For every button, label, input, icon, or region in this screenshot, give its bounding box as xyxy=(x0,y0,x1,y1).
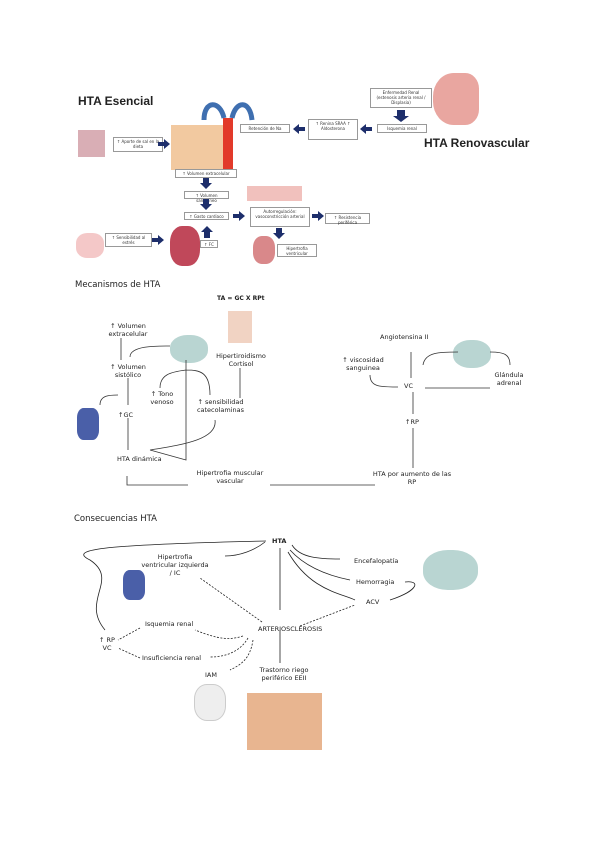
label-volumen-extracelular: ↑ Volumen extracelular xyxy=(108,322,148,338)
label-volumen-sistolico: ↑ Volumen sistólico xyxy=(110,363,146,379)
label-insuficiencia-renal: Insuficiencia renal xyxy=(142,654,202,662)
label-tono-venoso: ↑ Tono venoso xyxy=(150,390,174,406)
label-iam: IAM xyxy=(205,671,217,679)
vessel-image xyxy=(223,118,233,170)
brain-image-2 xyxy=(453,340,491,368)
kidney-image xyxy=(433,73,479,125)
brain-image xyxy=(170,335,208,363)
label-hipertrofia-ventricular: Hipertrofia ventricular izquierda / IC xyxy=(141,553,209,577)
stress-image xyxy=(76,233,104,258)
formula: TA = GC X RPt xyxy=(217,295,265,302)
leg-muscles-image xyxy=(247,693,322,750)
label-hta-rp: HTA por aumento de las RP xyxy=(372,470,452,486)
box-isquemia-renal: Isquemia renal xyxy=(377,124,427,133)
label-angiotensina: Angiotensina II xyxy=(380,333,429,341)
label-viscosidad: ↑ viscosidad sanguinea xyxy=(342,356,384,372)
box-volumen-extracelular: ↑ Volumen extracelular xyxy=(175,169,237,178)
label-rp: ↑RP xyxy=(405,418,419,426)
label-vc: VC xyxy=(404,382,413,390)
label-arteriosclerosis: ARTERIOSCLEROSIS xyxy=(258,625,323,633)
label-hta: HTA xyxy=(272,537,287,545)
label-encefalopatia: Encefalopatía xyxy=(354,557,399,565)
label-glandula-adrenal: Glándula adrenal xyxy=(494,371,524,387)
box-enfermedad-renal: Enfermedad Renal (estenosis arteria rena… xyxy=(370,88,432,108)
box-autorregulacion: Autorregulación: vasoconstricción arteri… xyxy=(250,207,310,227)
label-rp-vc: ↑ RP VC xyxy=(99,636,115,652)
artery-image xyxy=(247,186,302,201)
label-hipertiroidismo: Hipertiroidismo Cortisol xyxy=(216,352,266,368)
label-gc: ↑GC xyxy=(118,411,134,419)
box-sensibilidad-estres: ↑ Sensibilidad al estrés xyxy=(105,233,152,247)
label-trastorno-riego: Trastorno riego periférico EEII xyxy=(259,666,309,682)
heart-sketch-image xyxy=(194,684,226,721)
mecanismos-title: Mecanismos de HTA xyxy=(75,280,161,290)
label-sensibilidad-catecolaminas: ↑ sensibilidad catecolaminas xyxy=(196,398,245,414)
heart-hypertrophy-image xyxy=(253,236,275,264)
label-hemorragia: Hemorragia xyxy=(356,578,395,586)
box-gasto-cardiaco: ↑ Gasto cardiaco xyxy=(184,212,229,220)
box-aporte-sal: ↑ Aporte de sal en la dieta xyxy=(113,137,163,152)
hta-renovascular-title: HTA Renovascular xyxy=(424,136,530,150)
brain-image-3 xyxy=(423,550,478,590)
box-hipertrofia: Hipertrofia ventricular xyxy=(277,244,317,257)
thyroid-image xyxy=(228,311,252,343)
box-resistencia-periferica: ↑ Resistencia periférica xyxy=(325,213,370,225)
label-acv: ACV xyxy=(366,598,380,606)
label-isquemia-renal: Isquemia renal xyxy=(145,620,194,628)
heart-image-2 xyxy=(77,408,99,440)
hta-esencial-title: HTA Esencial xyxy=(78,94,154,108)
box-renina: ↑ Renina SRAA ↑ Aldosterona xyxy=(308,119,358,140)
consecuencias-title: Consecuencias HTA xyxy=(74,514,157,524)
box-retencion-na: Retención de Na xyxy=(240,124,290,133)
label-hipertrofia-muscular: Hipertrofia muscular vascular xyxy=(196,469,264,485)
heart-image xyxy=(170,226,200,266)
heart-image-3 xyxy=(123,570,145,600)
cells-image xyxy=(171,125,223,170)
label-hta-dinamica: HTA dinámica xyxy=(117,455,162,463)
box-fc: ↑ FC xyxy=(200,240,218,248)
salt-shaker-image xyxy=(78,130,105,157)
